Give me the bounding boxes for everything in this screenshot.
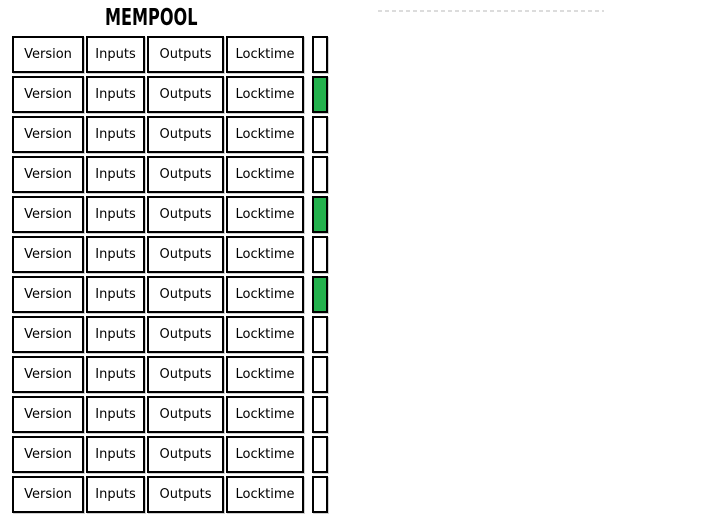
outputs-box: Outputs — [147, 316, 224, 353]
inputs-box: Inputs — [86, 356, 145, 393]
outputs-box: Outputs — [147, 276, 224, 313]
inputs-box: Inputs — [86, 236, 145, 273]
outputs-box: Outputs — [147, 116, 224, 153]
version-box: Version — [12, 276, 84, 313]
locktime-box: Locktime — [226, 76, 304, 113]
outputs-box: Outputs — [147, 36, 224, 73]
outputs-box: Outputs — [147, 236, 224, 273]
version-box: Version — [12, 76, 84, 113]
locktime-box: Locktime — [226, 396, 304, 433]
confirmation-indicator — [312, 476, 328, 513]
outputs-box: Outputs — [147, 156, 224, 193]
version-box: Version — [12, 236, 84, 273]
inputs-box: Inputs — [86, 436, 145, 473]
inputs-box: Inputs — [86, 476, 145, 513]
locktime-box: Locktime — [226, 116, 304, 153]
locktime-box: Locktime — [226, 36, 304, 73]
version-box: Version — [12, 116, 84, 153]
inputs-box: Inputs — [86, 116, 145, 153]
confirmation-indicator — [312, 76, 328, 113]
confirmation-indicator — [312, 36, 328, 73]
confirmation-indicator — [312, 156, 328, 193]
locktime-box: Locktime — [226, 276, 304, 313]
inputs-box: Inputs — [86, 276, 145, 313]
locktime-box: Locktime — [226, 356, 304, 393]
outputs-box: Outputs — [147, 356, 224, 393]
locktime-box: Locktime — [226, 436, 304, 473]
page-title: MEMPOOL — [105, 5, 198, 31]
version-box: Version — [12, 156, 84, 193]
version-box: Version — [12, 396, 84, 433]
dashed-separator-line — [378, 10, 604, 12]
version-box: Version — [12, 36, 84, 73]
outputs-box: Outputs — [147, 396, 224, 433]
version-box: Version — [12, 436, 84, 473]
inputs-box: Inputs — [86, 36, 145, 73]
inputs-box: Inputs — [86, 396, 145, 433]
locktime-box: Locktime — [226, 236, 304, 273]
locktime-box: Locktime — [226, 196, 304, 233]
outputs-box: Outputs — [147, 476, 224, 513]
confirmation-indicator — [312, 276, 328, 313]
locktime-box: Locktime — [226, 476, 304, 513]
locktime-box: Locktime — [226, 316, 304, 353]
confirmation-indicator — [312, 436, 328, 473]
inputs-box: Inputs — [86, 196, 145, 233]
inputs-box: Inputs — [86, 316, 145, 353]
version-box: Version — [12, 196, 84, 233]
version-box: Version — [12, 356, 84, 393]
outputs-box: Outputs — [147, 76, 224, 113]
confirmation-indicator — [312, 196, 328, 233]
locktime-box: Locktime — [226, 156, 304, 193]
confirmation-indicator — [312, 396, 328, 433]
inputs-box: Inputs — [86, 156, 145, 193]
outputs-box: Outputs — [147, 436, 224, 473]
version-box: Version — [12, 476, 84, 513]
version-box: Version — [12, 316, 84, 353]
confirmation-indicator — [312, 236, 328, 273]
inputs-box: Inputs — [86, 76, 145, 113]
confirmation-indicator — [312, 316, 328, 353]
outputs-box: Outputs — [147, 196, 224, 233]
confirmation-indicator — [312, 116, 328, 153]
confirmation-indicator — [312, 356, 328, 393]
